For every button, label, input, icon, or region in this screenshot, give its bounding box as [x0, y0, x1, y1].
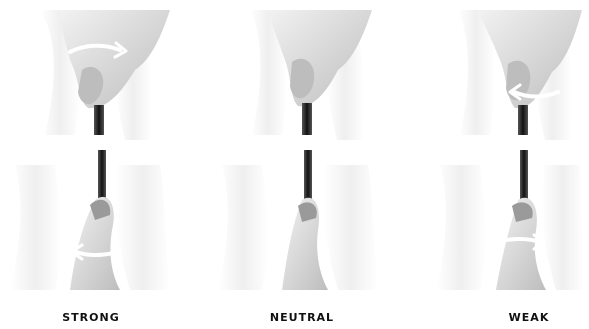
grip-drawings	[0, 0, 589, 300]
weak-top-view	[458, 10, 582, 140]
neutral-top-view	[250, 10, 372, 140]
neutral-front-view	[218, 150, 378, 290]
weak-front-view	[436, 150, 584, 290]
caption-weak: WEAK	[449, 311, 589, 324]
strong-top-view	[40, 10, 170, 140]
caption-neutral: NEUTRAL	[222, 311, 382, 324]
strong-front-view	[10, 150, 170, 290]
caption-strong: STRONG	[11, 311, 171, 324]
